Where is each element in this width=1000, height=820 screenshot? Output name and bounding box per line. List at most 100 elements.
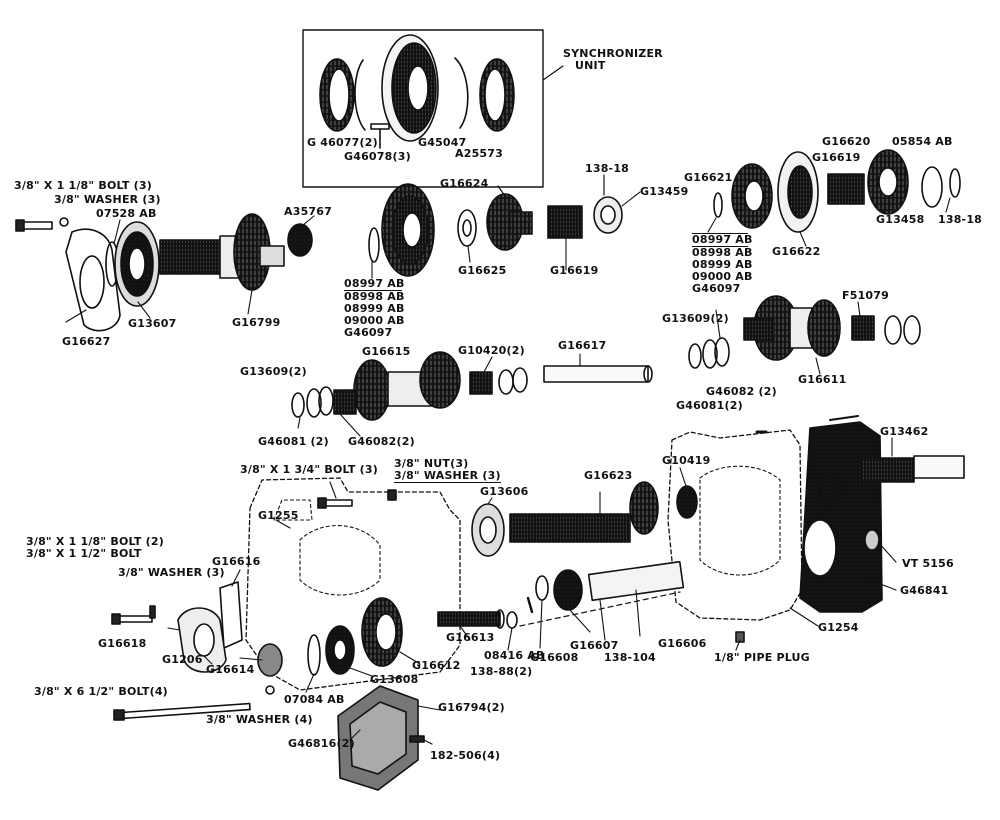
label-g10419: G10419 [662, 454, 711, 467]
label-138-104: 138-104 [604, 651, 656, 664]
label-g1254: G1254 [818, 621, 859, 634]
label-g13609-right: G13609(2) [662, 312, 729, 325]
label-bolt-1-1-8-3: 3/8" X 1 1/8" BOLT (3) [14, 179, 152, 192]
label-washer-4: 3/8" WASHER (4) [206, 713, 313, 726]
sync-key [370, 123, 390, 149]
bearing-g13607 [114, 221, 160, 307]
bearing-g13606 [471, 503, 505, 557]
washer-g16608 [535, 575, 549, 601]
countershaft-g16617 [543, 365, 653, 383]
synchronizer-title: SYNCHRONIZER UNIT [563, 48, 663, 72]
needle-bearing-right [827, 173, 865, 205]
sync-blocker-ring-right [479, 58, 515, 132]
label-g16606: G16606 [658, 637, 707, 650]
label-138-88: 138-88(2) [470, 665, 533, 678]
gear-g16624 [486, 193, 533, 251]
label-washer-mid: 3/8" WASHER (3) [394, 469, 501, 483]
label-nut-3: 3/8" NUT(3) [394, 457, 469, 470]
label-g16623: G16623 [584, 469, 633, 482]
label-g46078: G46078(3) [344, 150, 411, 163]
reverse-idler-shaft-g16606 [587, 560, 685, 602]
label-pipe-plug: 1/8" PIPE PLUG [714, 651, 810, 664]
sync-spring-left [354, 59, 366, 131]
parts-list-right: 08997 AB 08998 AB 08999 AB 09000 AB G460… [692, 233, 753, 295]
parts-list-right-item: 09000 AB [692, 270, 753, 283]
parts-list-mid-item: 08998 AB [344, 290, 405, 303]
thrust-washer-right [921, 166, 961, 208]
label-g16627: G16627 [62, 335, 111, 348]
snap-ring-mid [368, 227, 380, 263]
label-08416ab: 08416 AB [484, 649, 545, 662]
label-bolt-6-1-2-4: 3/8" X 6 1/2" BOLT(4) [34, 685, 168, 698]
bolts-182-506 [409, 735, 425, 743]
reverse-shaft-g16613 [437, 609, 505, 629]
cluster-gear-g16615 [353, 351, 461, 421]
label-g16607: G16607 [570, 639, 619, 652]
label-g46081-right: G46081(2) [676, 399, 743, 412]
label-g46841: G46841 [900, 584, 949, 597]
leader-lines [65, 185, 951, 745]
label-g16620: G16620 [822, 135, 871, 148]
parts-list-right-item: 08997 AB [692, 233, 753, 247]
gear-g13458 [867, 149, 909, 215]
bolt-upper-left [15, 219, 53, 232]
hub-g16622 [777, 151, 819, 233]
parts-list-mid-item: G46097 [344, 326, 393, 339]
label-g46081-left: G46081 (2) [258, 435, 329, 448]
label-vt5156: VT 5156 [902, 557, 954, 570]
label-g1255: G1255 [258, 509, 299, 522]
seal-vt5156 [864, 529, 880, 551]
label-07084ab: 07084 AB [284, 693, 345, 706]
label-g16621: G16621 [684, 171, 733, 184]
parts-list-mid-item: 08997 AB [344, 277, 405, 291]
output-shaft-g13462 [819, 455, 965, 505]
label-g16624: G16624 [440, 177, 489, 190]
label-g46082-right: G46082 (2) [706, 385, 777, 398]
snap-ring-right [713, 192, 723, 218]
label-g16618: G16618 [98, 637, 147, 650]
bottom-cover-g16794 [337, 685, 419, 791]
washer-g16625 [457, 209, 477, 247]
main-drive-gear-g16799 [159, 213, 285, 291]
centerline [519, 591, 681, 627]
sync-blocker-ring-left [319, 58, 355, 132]
snap-ring-07084ab [307, 634, 321, 676]
retainer-plate [65, 228, 121, 332]
long-bolt [113, 702, 251, 721]
label-g13458: G13458 [876, 213, 925, 226]
label-g16622: G16622 [772, 245, 821, 258]
parts-list-mid: 08997 AB 08998 AB 08999 AB 09000 AB G460… [344, 278, 405, 339]
label-g16612: G16612 [412, 659, 461, 672]
label-f51079: F51079 [842, 289, 889, 302]
label-05854ab: 05854 AB [892, 135, 953, 148]
label-g16608: G16608 [530, 651, 579, 664]
needle-bearing-g16619 [547, 205, 583, 239]
bearing-f51079 [851, 315, 921, 345]
label-g13459: G13459 [640, 185, 689, 198]
label-g16794: G16794(2) [438, 701, 505, 714]
label-g16625: G16625 [458, 264, 507, 277]
label-g13609-left: G13609(2) [240, 365, 307, 378]
bolts-g16618 [111, 605, 156, 625]
cluster-gear-g16611 [743, 295, 841, 361]
gear-g16621 [731, 163, 773, 229]
label-g16799: G16799 [232, 316, 281, 329]
parts-list-right-item: 08998 AB [692, 246, 753, 259]
label-g13606: G13606 [480, 485, 529, 498]
label-g46077: G 46077(2) [307, 136, 378, 149]
reverse-gear-g16607 [553, 569, 583, 611]
sync-sleeve [381, 34, 439, 142]
bearings-g10420 [469, 367, 528, 395]
label-g46082-left: G46082(2) [348, 435, 415, 448]
parts-list-mid-item: 08999 AB [344, 302, 405, 315]
synchronizer-assembled [381, 183, 435, 277]
label-g13608: G13608 [370, 673, 419, 686]
label-g16614: G16614 [206, 663, 255, 676]
bearing-g13608 [325, 625, 355, 675]
stud-rear [829, 415, 859, 421]
gasket-g16616 [219, 581, 243, 649]
label-g16611: G16611 [798, 373, 847, 386]
washer-upper-left [59, 217, 69, 227]
label-g13462: G13462 [880, 425, 929, 438]
